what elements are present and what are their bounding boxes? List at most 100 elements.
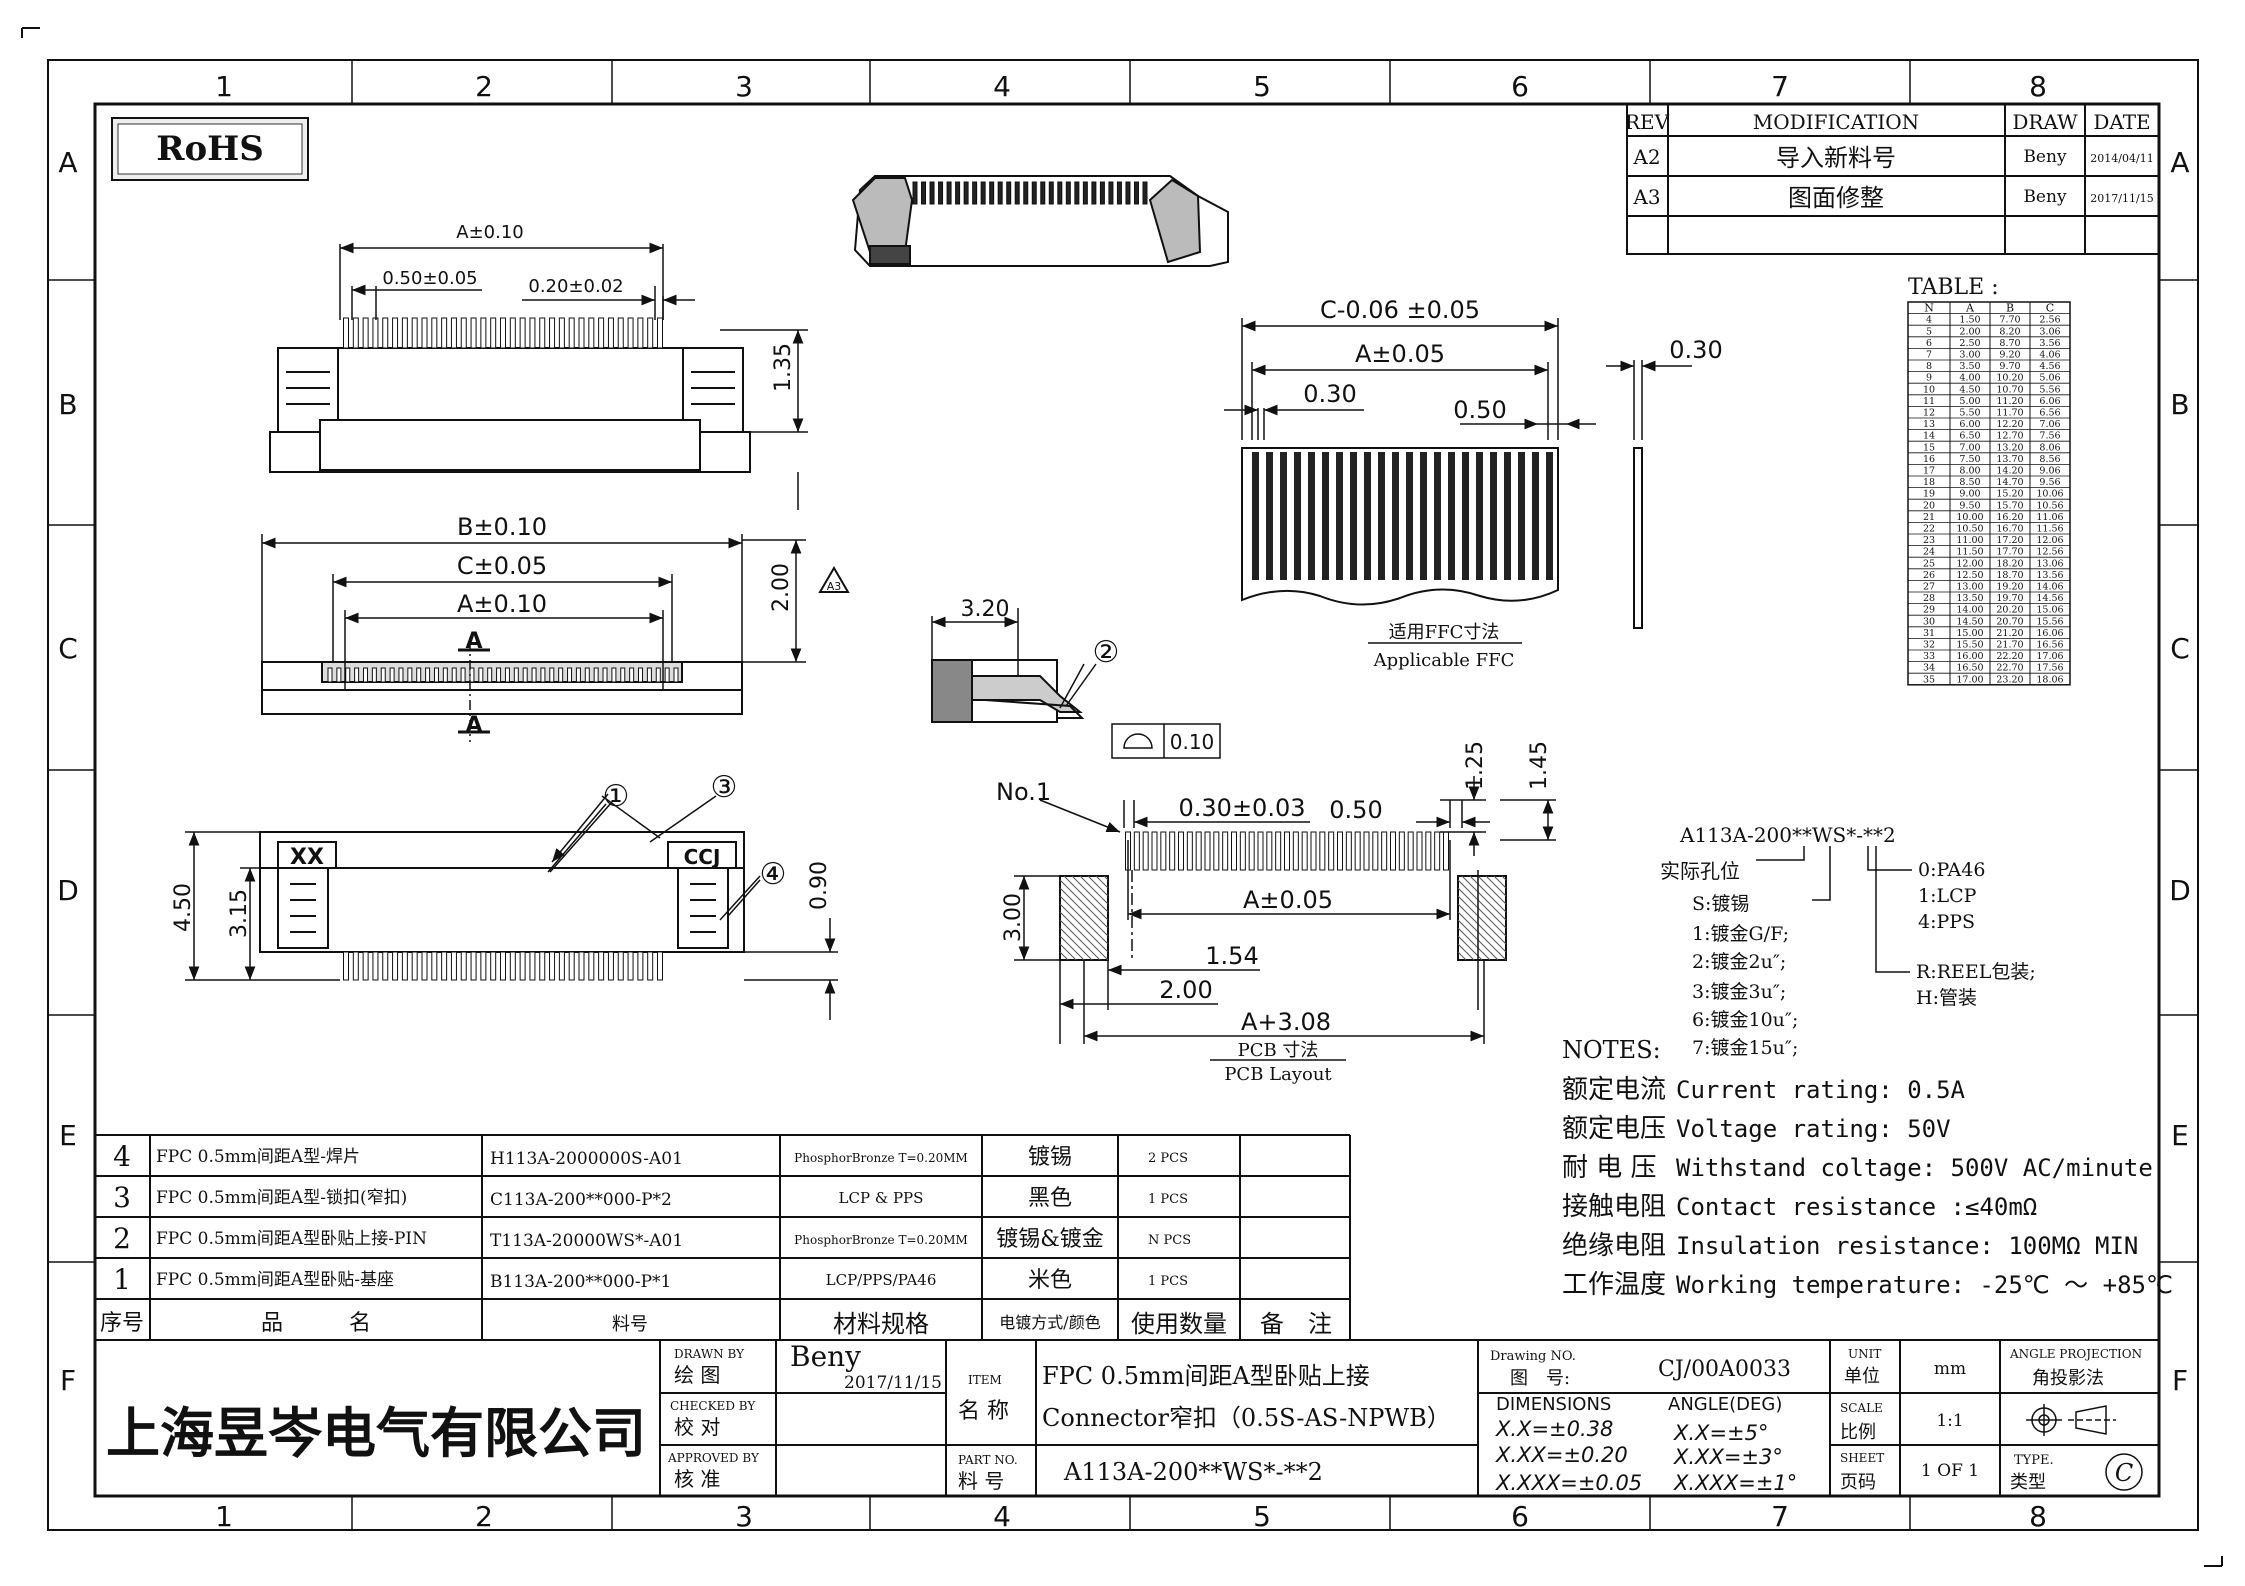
ffc-caption-cn: 适用FFC寸法 bbox=[1389, 622, 1500, 643]
tol-header: DIMENSIONS bbox=[1496, 1394, 1611, 1415]
pin bbox=[1292, 831, 1299, 871]
title-block-grid bbox=[95, 1339, 2159, 1496]
table-cell: 12.70 bbox=[1996, 431, 2023, 442]
pin bbox=[588, 317, 595, 349]
table-cell: 8.20 bbox=[1999, 326, 2020, 337]
bom-header: 备 注 bbox=[1260, 1310, 1332, 1338]
pin bbox=[470, 317, 477, 349]
pin bbox=[490, 317, 497, 349]
table-cell: 22.20 bbox=[1996, 651, 2023, 662]
bom-qty: 2 PCS bbox=[1148, 1151, 1188, 1166]
ffc-conductor bbox=[1308, 452, 1315, 580]
ffc-view bbox=[1241, 447, 1643, 629]
ffc-conductor bbox=[1280, 452, 1287, 580]
table-cell: 18.06 bbox=[2036, 674, 2063, 685]
row-label: A bbox=[58, 146, 77, 179]
top-view-pins bbox=[343, 317, 663, 349]
plating-option: 2:镀金2u″; bbox=[1692, 951, 1786, 973]
bom-header: 材料规格 bbox=[833, 1310, 929, 1338]
table-cell: 17.00 bbox=[1956, 674, 1983, 685]
pin bbox=[1014, 181, 1020, 205]
tb-label: 角投影法 bbox=[2032, 1368, 2104, 1389]
tb-label: SHEET bbox=[1840, 1451, 1884, 1465]
note-en: Withstand coltage: 500V AC/minute bbox=[1676, 1154, 2153, 1182]
leader-line bbox=[649, 795, 717, 843]
table-cell: 10.50 bbox=[1956, 524, 1983, 535]
table-cell: 15.56 bbox=[2036, 616, 2063, 627]
table-cell: 11 bbox=[1923, 396, 1935, 407]
table-cell: 9.56 bbox=[2039, 477, 2060, 488]
table-cell: 12.06 bbox=[2036, 535, 2063, 546]
pin bbox=[607, 317, 614, 349]
table-cell: 20 bbox=[1923, 500, 1935, 511]
pin bbox=[460, 951, 467, 981]
table-cell: 3.00 bbox=[1959, 350, 1980, 361]
table-cell: 5.00 bbox=[1959, 396, 1980, 407]
pin bbox=[568, 951, 575, 981]
table-cell: 6.50 bbox=[1959, 431, 1980, 442]
rev-cell: A3 bbox=[1632, 185, 1660, 209]
table-cell: 2.00 bbox=[1959, 326, 1980, 337]
note-en: Working temperature: -25℃ ～ +85℃ bbox=[1676, 1271, 2173, 1299]
connector-top-view bbox=[269, 347, 751, 473]
dim-label: 0.30±0.03 bbox=[1179, 794, 1306, 822]
pin bbox=[1160, 831, 1167, 871]
dim-label: A±0.10 bbox=[457, 590, 547, 618]
pin bbox=[1398, 831, 1405, 871]
table-cell: 14.50 bbox=[1956, 616, 1983, 627]
tb-label: 图 号: bbox=[1510, 1368, 1570, 1389]
row-label: C bbox=[2170, 632, 2190, 665]
pin bbox=[539, 317, 546, 349]
hatch-line bbox=[1461, 875, 1507, 921]
dim-label: B±0.10 bbox=[457, 513, 547, 541]
pin bbox=[411, 317, 418, 349]
col-label: 3 bbox=[735, 70, 753, 103]
tb-label: 校 对 bbox=[674, 1415, 720, 1439]
table-header: B bbox=[2006, 302, 2014, 315]
col-label: 7 bbox=[1771, 70, 1789, 103]
pin bbox=[1213, 831, 1220, 871]
col-label: 1 bbox=[215, 1500, 233, 1533]
pin bbox=[1151, 831, 1158, 871]
pin bbox=[500, 951, 506, 981]
row-label: C bbox=[58, 632, 78, 665]
pin bbox=[416, 667, 422, 683]
pin bbox=[1195, 831, 1202, 871]
table-cell: 12.00 bbox=[1956, 558, 1983, 569]
pin bbox=[431, 951, 438, 981]
table-cell: 21 bbox=[1923, 512, 1935, 523]
table-cell: 13.20 bbox=[1996, 442, 2023, 453]
bom-header: 电镀方式/颜色 bbox=[999, 1313, 1100, 1332]
table-cell: 30 bbox=[1923, 616, 1935, 627]
balloon-2: ② bbox=[1093, 635, 1120, 670]
revision-triangle: A3 bbox=[818, 566, 850, 593]
pin bbox=[421, 317, 428, 349]
pin bbox=[1082, 181, 1088, 205]
leader-line bbox=[549, 801, 613, 873]
pin bbox=[549, 317, 556, 349]
bom-header: 料号 bbox=[612, 1314, 648, 1335]
part-code-pins: 实际孔位 bbox=[1660, 859, 1740, 883]
item-name-line2: Connector窄扣（0.5S-AS-NPWB） bbox=[1042, 1404, 1451, 1432]
section-label: A bbox=[465, 629, 482, 654]
ffc-conductor bbox=[1364, 452, 1371, 580]
table-cell: 18 bbox=[1923, 477, 1935, 488]
ffc-conductors bbox=[1252, 452, 1553, 580]
table-cell: 8.70 bbox=[1999, 338, 2020, 349]
pin bbox=[362, 951, 369, 981]
bom-plating: 黑色 bbox=[1028, 1186, 1072, 1211]
pin bbox=[1169, 831, 1176, 871]
ffc-conductor bbox=[1490, 452, 1497, 580]
pin bbox=[392, 951, 399, 981]
table-cell: 25 bbox=[1923, 558, 1935, 569]
pin bbox=[602, 667, 608, 683]
table-cell: 23.20 bbox=[1996, 674, 2023, 685]
pcb-dimensions bbox=[1014, 776, 1556, 1061]
pin bbox=[657, 317, 663, 349]
pin bbox=[575, 667, 581, 683]
notes-title: NOTES: bbox=[1562, 1036, 1661, 1064]
table-cell: 7.00 bbox=[1959, 442, 1980, 453]
table-cell: 4.00 bbox=[1959, 373, 1980, 384]
note-cn: 接触电阻 bbox=[1562, 1192, 1666, 1222]
pin bbox=[362, 317, 369, 349]
